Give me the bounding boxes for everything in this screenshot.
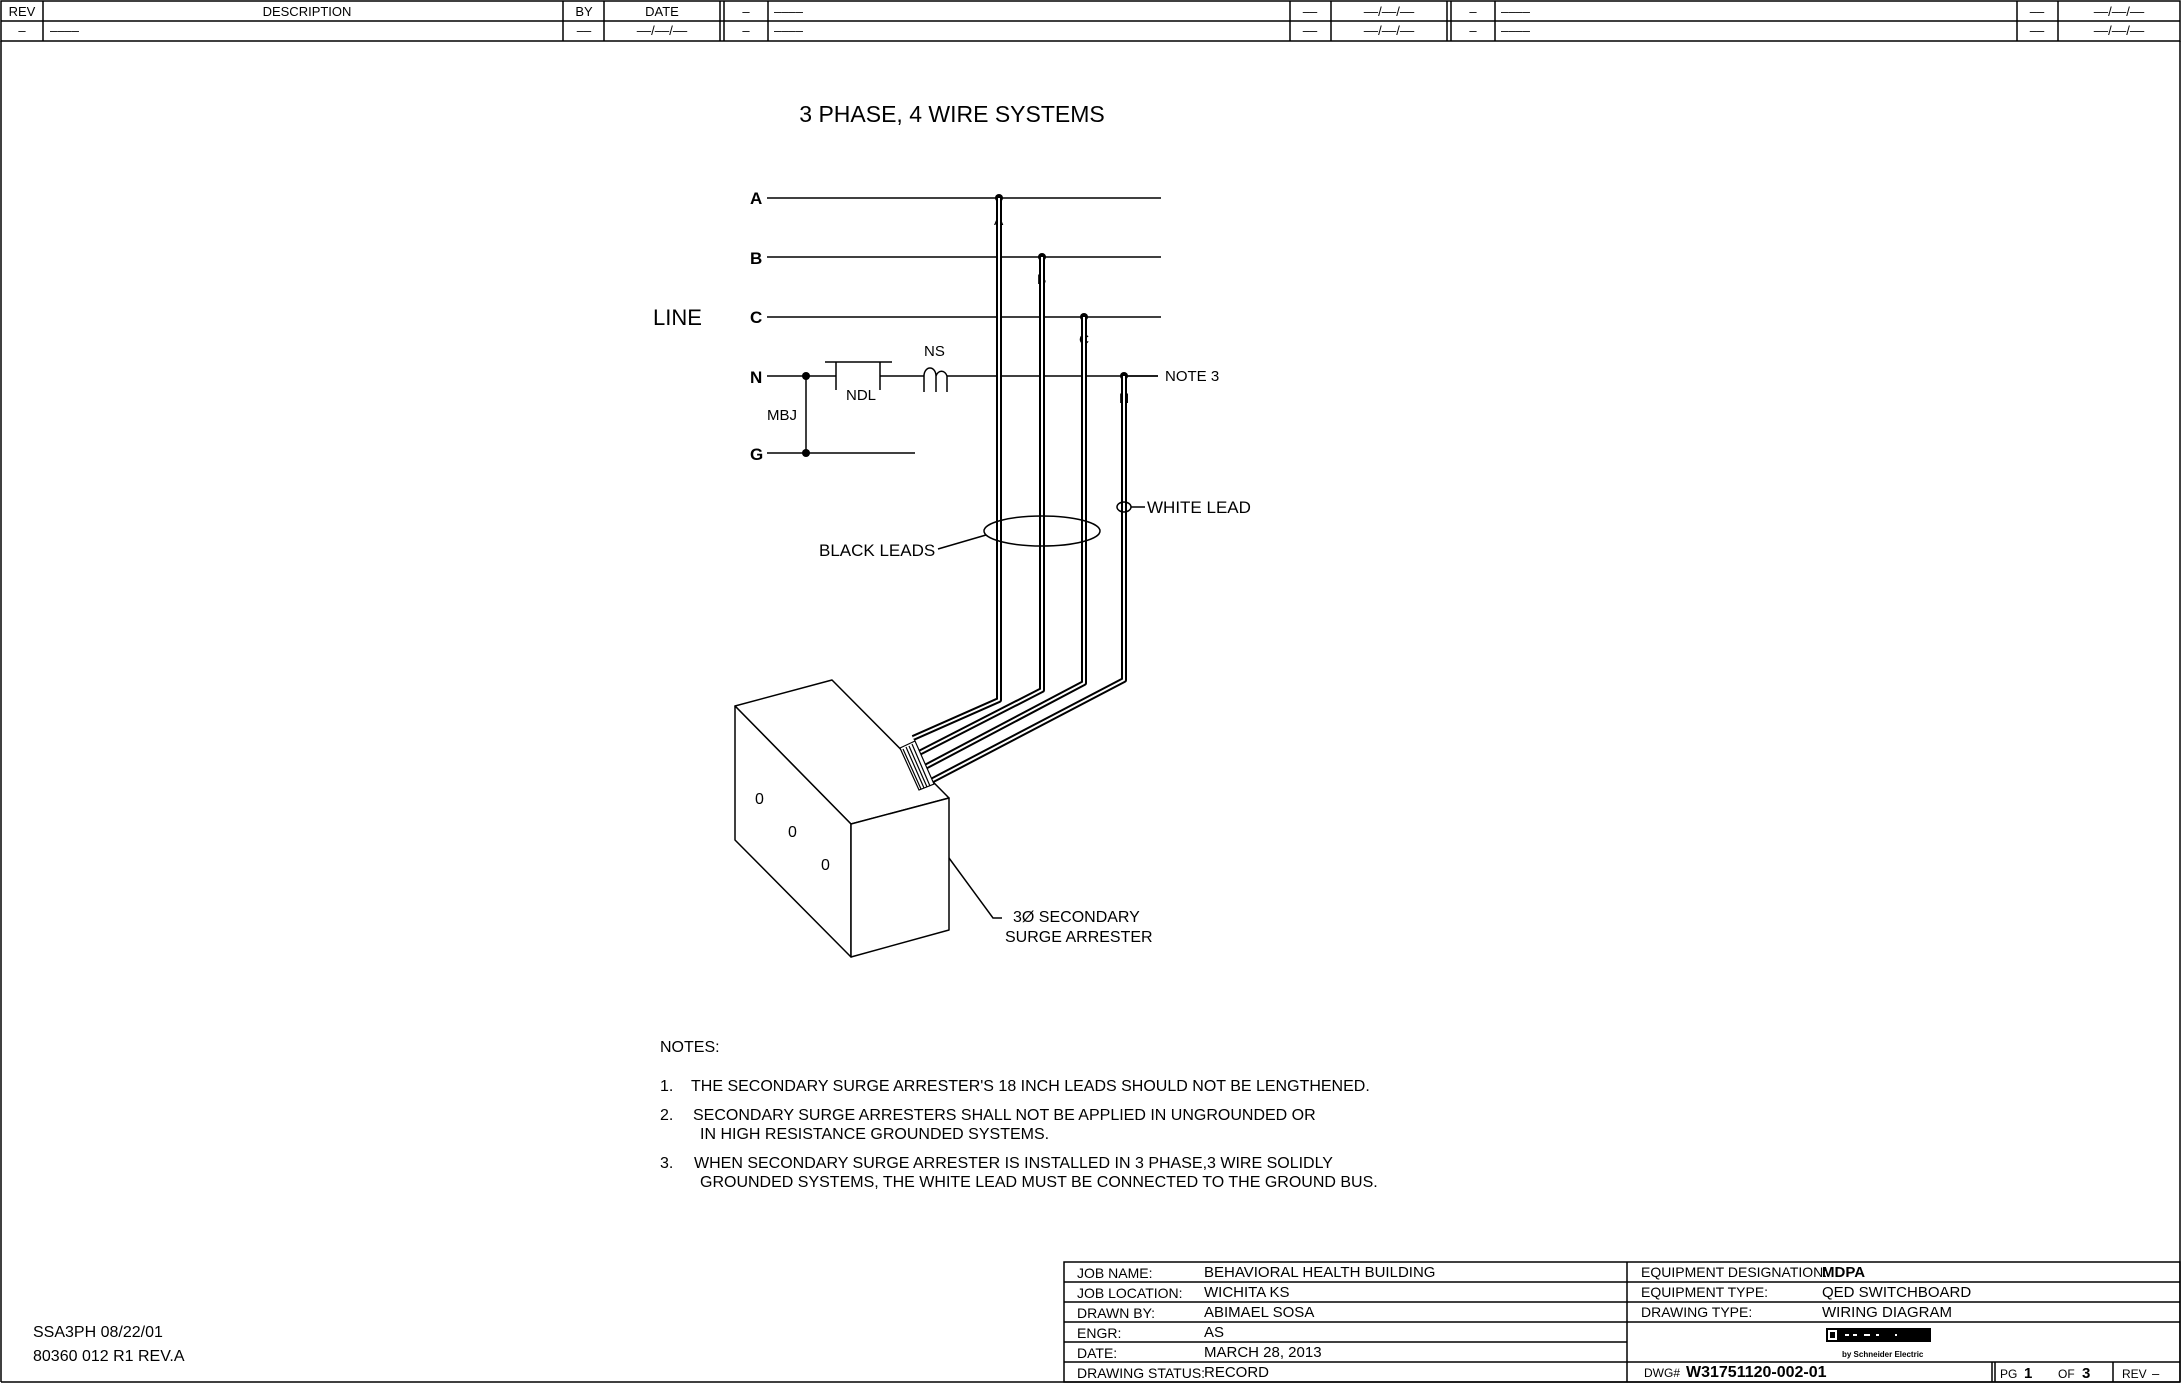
rev-label: REV: [2122, 1367, 2147, 1381]
black-leads-bundle: [983, 515, 1101, 547]
arrester-label-leader: [948, 857, 1002, 919]
date-value: MARCH 28, 2013: [1204, 1344, 1322, 1361]
description-header: DESCRIPTION: [263, 4, 352, 19]
date-cell: ––/––/––: [1364, 4, 1415, 19]
by-cell: ––: [2030, 4, 2045, 19]
rev-header: REV: [9, 4, 36, 19]
bus-lines: [767, 197, 1161, 454]
job-location-value: WICHITA KS: [1204, 1284, 1290, 1301]
job-name-value: BEHAVIORAL HEALTH BUILDING: [1204, 1264, 1435, 1281]
black-leads-leader: [937, 534, 987, 550]
description-cell: ––––: [1501, 4, 1531, 19]
company-logo: by Schneider Electric: [1826, 1328, 1931, 1359]
note-number: 2.: [660, 1107, 673, 1124]
date-cell: ––/––/––: [2094, 23, 2145, 38]
device-mark: 0: [788, 824, 797, 841]
date-label: DATE:: [1077, 1345, 1117, 1361]
ndl-label: NDL: [846, 387, 876, 404]
ns-switch-symbol: [922, 367, 948, 392]
note-number: 1.: [660, 1078, 673, 1095]
ns-label: NS: [924, 343, 945, 360]
ndl-contact-symbol: [825, 361, 892, 390]
arrester-leads: [911, 198, 1127, 784]
pg-value: 1: [2024, 1365, 2032, 1382]
rev-cell: –: [742, 23, 750, 38]
bus-label-b: B: [750, 249, 762, 268]
job-name-label: JOB NAME:: [1077, 1265, 1152, 1281]
of-label: OF: [2058, 1367, 2075, 1381]
dwg-label: DWG#: [1644, 1366, 1680, 1380]
notes-heading: NOTES:: [660, 1039, 720, 1056]
date-header: DATE: [645, 4, 679, 19]
drawn-by-value: ABIMAEL SOSA: [1204, 1304, 1314, 1321]
drawing-type-value: WIRING DIAGRAM: [1822, 1304, 1952, 1321]
bus-label-a: A: [750, 189, 762, 208]
date-cell: ––/––/––: [637, 23, 688, 38]
bus-label-c: C: [750, 308, 762, 327]
pg-label: PG: [2000, 1367, 2017, 1381]
description-cell: ––––: [774, 23, 804, 38]
drawing-ref-line2: 80360 012 R1 REV.A: [33, 1348, 185, 1365]
logo-subtitle: by Schneider Electric: [1842, 1350, 1924, 1359]
drawing-type-label: DRAWING TYPE:: [1641, 1304, 1752, 1320]
rev-cell: –: [1469, 4, 1477, 19]
engr-label: ENGR:: [1077, 1325, 1121, 1341]
arrester-label-line2: SURGE ARRESTER: [1005, 929, 1153, 946]
note-number: 3.: [660, 1155, 673, 1172]
device-mark: 0: [755, 791, 764, 808]
drawn-by-label: DRAWN BY:: [1077, 1305, 1155, 1321]
note-line: GROUNDED SYSTEMS, THE WHITE LEAD MUST BE…: [700, 1174, 1378, 1191]
note-line: WHEN SECONDARY SURGE ARRESTER IS INSTALL…: [694, 1155, 1333, 1172]
mbj-label: MBJ: [767, 407, 797, 424]
white-lead-label: WHITE LEAD: [1147, 498, 1251, 517]
engr-value: AS: [1204, 1324, 1224, 1341]
lead-a: [911, 198, 1002, 741]
description-cell: ––––: [1501, 23, 1531, 38]
conduit-fitting: [899, 740, 935, 791]
equipment-type-label: EQUIPMENT TYPE:: [1641, 1284, 1768, 1300]
surge-arrester-box: [734, 679, 950, 958]
rev-cell: –: [742, 4, 750, 19]
equipment-designation-label: EQUIPMENT DESIGNATION:: [1641, 1264, 1827, 1280]
date-cell: ––/––/––: [2094, 4, 2145, 19]
note3-label: NOTE 3: [1165, 368, 1219, 385]
black-leads-label: BLACK LEADS: [819, 541, 935, 560]
diagram-title: 3 PHASE, 4 WIRE SYSTEMS: [799, 101, 1104, 127]
junction-dot-n-left: [802, 372, 810, 380]
equipment-designation-value: MDPA: [1822, 1264, 1865, 1281]
bus-label-g: G: [750, 445, 763, 464]
description-cell: ––––: [774, 4, 804, 19]
arrester-label-line1: 3Ø SECONDARY: [1013, 909, 1140, 926]
arrester-side-face: [850, 797, 950, 958]
by-cell: ––: [2030, 23, 2045, 38]
rev-cell: –: [18, 23, 26, 38]
device-mark: 0: [821, 857, 830, 874]
title-block: [1063, 1261, 2181, 1383]
junction-dot-g: [802, 449, 810, 457]
dwg-value: W31751120-002-01: [1686, 1364, 1827, 1381]
by-cell: ––: [1303, 23, 1318, 38]
lead-b: [917, 257, 1045, 756]
description-cell: ––––: [50, 23, 80, 38]
equipment-type-value: QED SWITCHBOARD: [1822, 1284, 1971, 1301]
date-cell: ––/––/––: [1364, 23, 1415, 38]
job-location-label: JOB LOCATION:: [1077, 1285, 1183, 1301]
by-header: BY: [575, 4, 593, 19]
by-cell: ––: [1303, 4, 1318, 19]
bus-label-n: N: [750, 368, 762, 387]
note-line: IN HIGH RESISTANCE GROUNDED SYSTEMS.: [700, 1126, 1049, 1143]
drawing-status-value: RECORD: [1204, 1364, 1269, 1381]
junction-dots: [802, 194, 1128, 457]
note-line: SECONDARY SURGE ARRESTERS SHALL NOT BE A…: [693, 1107, 1316, 1124]
line-label: LINE: [653, 305, 702, 330]
rev-value: –: [2152, 1366, 2160, 1381]
drawing-status-label: DRAWING STATUS:: [1077, 1365, 1205, 1381]
note-line: THE SECONDARY SURGE ARRESTER'S 18 INCH L…: [691, 1078, 1370, 1095]
of-value: 3: [2082, 1365, 2090, 1382]
rev-cell: –: [1469, 23, 1477, 38]
by-cell: ––: [577, 23, 592, 38]
drawing-ref-line1: SSA3PH 08/22/01: [33, 1324, 163, 1341]
